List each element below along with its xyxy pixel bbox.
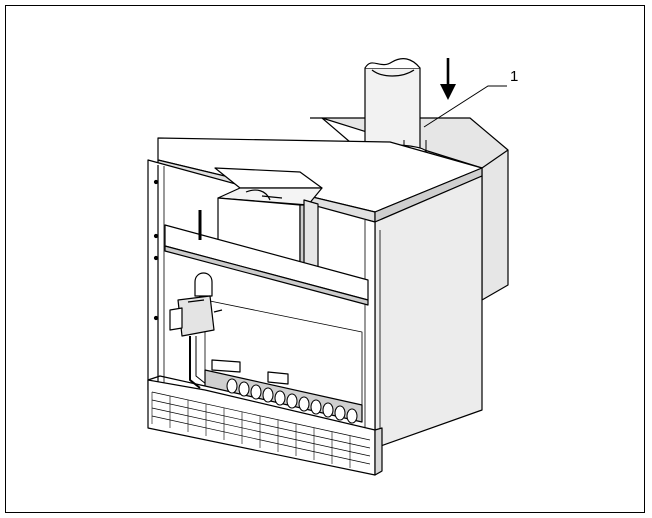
gas-valve xyxy=(169,272,223,389)
cross-member xyxy=(164,224,369,306)
callout-1-label: 1 xyxy=(510,68,519,85)
burner-tubes xyxy=(226,378,358,424)
base-plinth xyxy=(147,375,383,476)
plinth-louvers xyxy=(151,392,351,468)
casing-right-side xyxy=(368,175,483,449)
down-arrow-icon xyxy=(440,58,456,100)
callout-leader xyxy=(423,85,507,128)
